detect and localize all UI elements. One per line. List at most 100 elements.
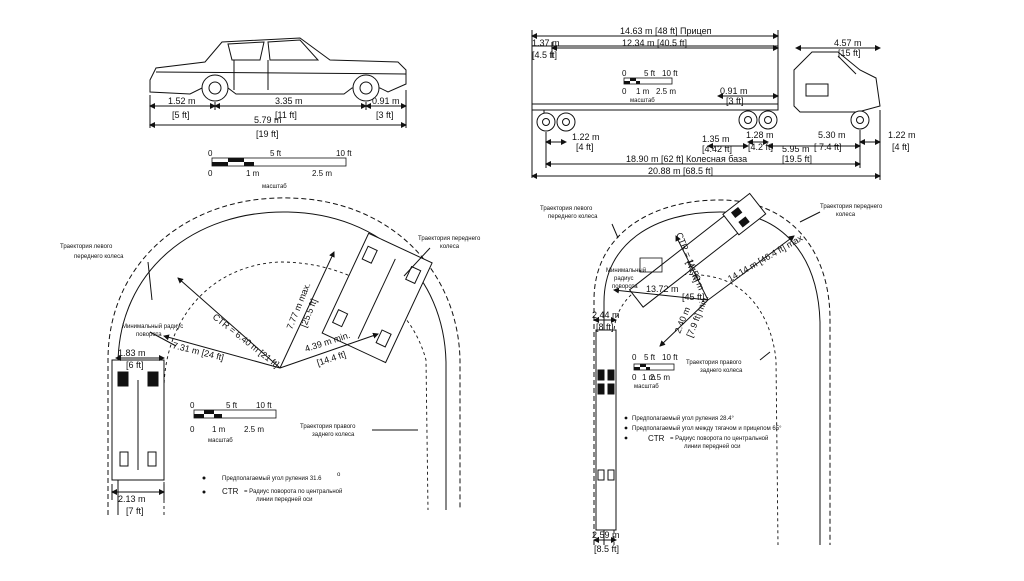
car-width-rear-ft: [7 ft] <box>126 506 144 516</box>
car-note1-bullet <box>202 476 206 480</box>
truck-d530: 5.30 m <box>818 130 846 140</box>
truck-d595-ft: [19.5 ft] <box>782 154 812 164</box>
truck-width-rear: 2.59 m <box>592 530 620 540</box>
car-dim-rear-ft: [3 ft] <box>376 110 394 120</box>
car-min-radius-label: Минимальный радиус <box>122 323 183 330</box>
car-left-front-path-label: Траектория левого <box>60 244 113 250</box>
car-turn-scale-m0: 0 <box>190 425 195 434</box>
truck-note1-bullet <box>624 416 628 420</box>
car-left-front-path-label2: переднего колеса <box>74 254 124 260</box>
car-turn-scale-ft0: 0 <box>190 401 195 410</box>
car-scale-bar <box>211 157 347 167</box>
truck-r1372-label: 13.72 m <box>646 284 679 294</box>
truck-side-view <box>531 30 881 180</box>
car-scale-ft0: 0 <box>208 149 213 158</box>
car-scale-label: масштаб <box>262 184 287 190</box>
truck-note2-bullet <box>624 426 628 430</box>
truck-rear-oh-ft: [3 ft] <box>726 96 744 106</box>
truck-turn-scale-label: масштаб <box>634 384 659 390</box>
truck-d128-ft: [4.2 ft] <box>748 142 773 152</box>
truck-width-front-ft: [8 ft] <box>596 322 614 332</box>
car-width-front: 1.83 m <box>118 348 146 358</box>
car-width-front-ft: [6 ft] <box>126 360 144 370</box>
truck-scale-m0: 0 <box>622 87 627 96</box>
truck-d122b: 1.22 m <box>888 130 916 140</box>
car-right-front-path-label: Траектория переднего <box>418 236 481 242</box>
car-scale-m0: 0 <box>208 169 213 178</box>
car-note2: = Радиус поворота по центральной <box>244 488 342 495</box>
truck-front-oh-ft: [4.5 ft] <box>532 50 557 60</box>
truck-front-path-label: Траектория переднего <box>820 204 883 210</box>
car-width-rear: 2.13 m <box>118 494 146 504</box>
car-turn-scale-bar <box>193 409 277 419</box>
truck-scale-ft10: 10 ft <box>662 69 678 78</box>
car-scale-m25: 2.5 m <box>312 169 332 178</box>
truck-turn-paths <box>593 192 831 546</box>
truck-overall: 20.88 m [68.5 ft] <box>648 166 713 176</box>
car-note2b: линии передней оси <box>256 496 313 503</box>
truck-turn-scale-m1: 1 m <box>642 373 656 382</box>
truck-scale-label: масштаб <box>630 98 655 104</box>
truck-cab-len: 4.57 m <box>834 38 862 48</box>
truck-axle-gap: 1.22 m <box>572 132 600 142</box>
truck-width-rear-ft: [8.5 ft] <box>594 544 619 554</box>
truck-d595: 5.95 m <box>782 144 810 154</box>
car-dim-wheelbase-ft: [11 ft] <box>275 110 297 120</box>
truck-axle-gap-ft: [4 ft] <box>576 142 594 152</box>
car-right-front-path-label2: колеса <box>440 244 460 250</box>
truck-min-radius-label2: радиус <box>614 276 633 282</box>
truck-d128: 1.28 m <box>746 130 774 140</box>
truck-trailer-len: 12.34 m [40.5 ft] <box>622 38 687 48</box>
truck-front-left-path-label: Траектория левого <box>540 206 593 212</box>
car-note2-key: CTR <box>222 487 239 496</box>
truck-cab-len-ft: [15 ft] <box>838 48 861 58</box>
car-turn-scale-label: масштаб <box>208 438 233 444</box>
car-turn-scale-ft5: 5 ft <box>226 401 238 410</box>
car-turn-paths <box>107 197 461 515</box>
car-note1: Предполагаемый угол руления 31.6 <box>222 475 322 482</box>
car-dim-rear: 0.91 m <box>372 96 400 106</box>
truck-d530-ft: [ 7.4 ft] <box>814 142 842 152</box>
car-dim-total-ft: [19 ft] <box>256 129 279 139</box>
car-rear-path-label2: заднего колеса <box>312 432 355 438</box>
car-rmin-ft-label: [14.4 ft] <box>316 349 348 368</box>
car-rear-path-label: Траектория правого <box>300 424 356 430</box>
truck-scale-ft5: 5 ft <box>644 69 656 78</box>
truck-width-front: 2.44 m <box>592 310 620 320</box>
truck-d135-ft: [4.42 ft] <box>702 144 732 154</box>
truck-turn-scale-m0: 0 <box>632 373 637 382</box>
car-min-radius-label2: поворота <box>136 332 162 338</box>
truck-note3-bullet <box>624 436 628 440</box>
truck-scale-bar <box>623 77 673 85</box>
truck-turn-scale-bar <box>633 363 675 371</box>
truck-note3-key: CTR <box>648 434 665 443</box>
car-r731-label: 7.31 m [24 ft] <box>172 340 225 362</box>
truck-turn-scale-ft0: 0 <box>632 353 637 362</box>
truck-note1: Предполагаемый угол руления 28.4° <box>632 415 734 422</box>
truck-note3: = Радиус поворота по центральной <box>670 435 768 442</box>
truck-front-path-label2: колеса <box>836 212 856 218</box>
car-scale-ft10: 10 ft <box>336 149 352 158</box>
car-turn-scale-ft10: 10 ft <box>256 401 272 410</box>
car-dim-wheelbase: 3.35 m <box>275 96 303 106</box>
car-scale-ft5: 5 ft <box>270 149 282 158</box>
car-turn-scale-m1: 1 m <box>212 425 226 434</box>
truck-scale-m1: 1 m <box>636 87 650 96</box>
truck-wheelbase: 18.90 m [62 ft] Колесная база <box>626 154 747 164</box>
truck-r1372-ft-label: [45 ft] <box>682 292 705 302</box>
truck-note3b: линии передней оси <box>684 443 741 450</box>
truck-turn-scale-m25: 2.5 m <box>650 373 670 382</box>
car-dim-front-ft: [5 ft] <box>172 110 190 120</box>
car-dim-total: 5.79 m <box>254 115 282 125</box>
truck-scale-ft0: 0 <box>622 69 627 78</box>
truck-top-total: 14.63 m [48 ft] Прицеп <box>620 26 712 36</box>
truck-front-oh: 1.37 m <box>532 38 560 48</box>
truck-note2: Предполагаемый угол между тягачом и приц… <box>632 425 782 432</box>
car-note2-bullet <box>202 490 206 494</box>
truck-rear-path-label: Траектория правого <box>686 360 742 366</box>
truck-rear-oh: 0.91 m <box>720 86 748 96</box>
car-dim-front: 1.52 m <box>168 96 196 106</box>
truck-turn-scale-ft5: 5 ft <box>644 353 656 362</box>
